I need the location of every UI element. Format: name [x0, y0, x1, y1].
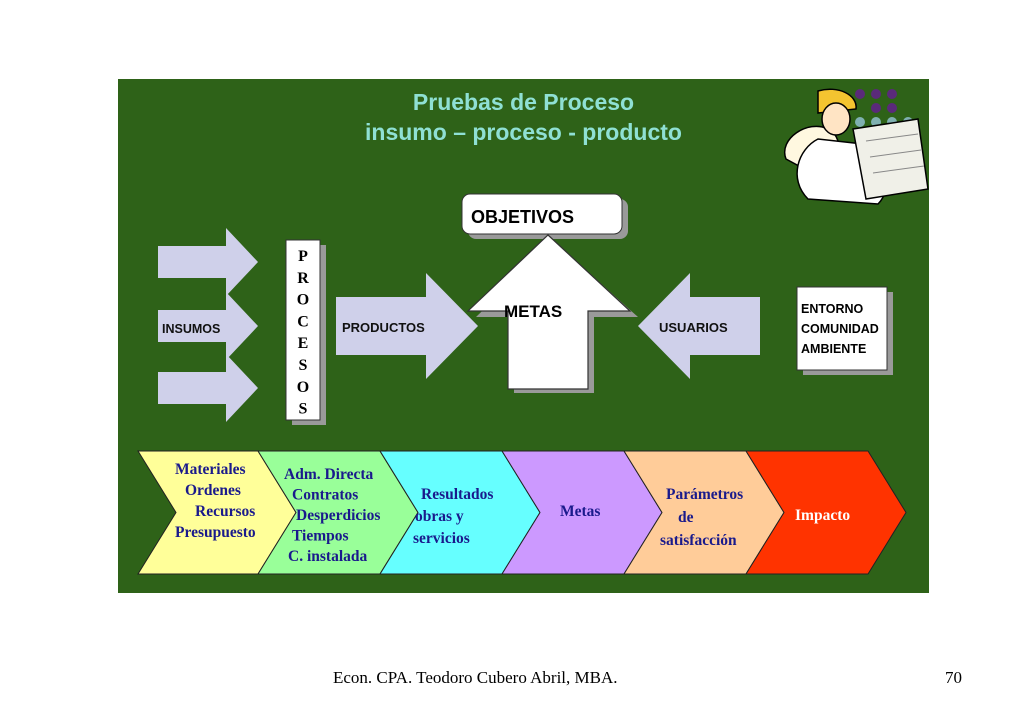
objetivos-box: [461, 193, 623, 235]
usuarios-label: USUARIOS: [659, 320, 728, 335]
chevron-1-text: Recursos: [195, 503, 255, 520]
chevron-4-text: Metas: [560, 503, 600, 520]
procesos-letter: E: [298, 335, 309, 352]
insumos-label: INSUMOS: [162, 322, 220, 336]
footer-page-number: 70: [945, 668, 962, 687]
chevron-3-text: servicios: [413, 530, 470, 547]
footer-author: Econ. CPA. Teodoro Cubero Abril, MBA.: [333, 668, 618, 687]
procesos-letter: P: [298, 248, 308, 265]
entorno-box: [796, 286, 888, 371]
insumo-arrow-top: [158, 228, 258, 296]
slide-title-line1: Pruebas de Proceso: [412, 89, 635, 115]
chevron-2-text: Desperdicios: [296, 507, 380, 524]
slide-title-line2: insumo – proceso - producto: [365, 119, 682, 145]
chevron-5-text: de: [678, 509, 694, 526]
engineer-clipart-icon: [783, 88, 929, 205]
procesos-letter: S: [299, 357, 308, 374]
metas-arrow: [466, 234, 632, 390]
slide-panel: Pruebas de Proceso insumo – proceso - pr…: [118, 79, 929, 593]
procesos-letter: S: [299, 401, 308, 418]
chevron-2-text: C. instalada: [288, 548, 367, 565]
procesos-letter: C: [297, 313, 309, 330]
procesos-letter: R: [297, 270, 309, 287]
objetivos-label: OBJETIVOS: [471, 207, 574, 227]
chevron-5-text: satisfacción: [660, 532, 737, 549]
chevron-2-text: Adm. Directa: [284, 466, 373, 483]
chevron-1-text: Ordenes: [185, 482, 241, 499]
insumo-arrow-bottom: [158, 354, 258, 422]
chevron-3-text: obras y: [415, 508, 464, 525]
procesos-letter: O: [297, 379, 309, 396]
chevron-5-text: Parámetros: [666, 486, 743, 503]
chevron-6: [745, 450, 907, 575]
insumo-arrow-middle: [158, 292, 258, 360]
chevron-1-text: Presupuesto: [175, 524, 256, 541]
metas-label: METAS: [504, 302, 562, 321]
ambiente-label: AMBIENTE: [801, 342, 866, 356]
chevron-1-text: Materiales: [175, 461, 246, 478]
productos-arrow: [336, 273, 478, 379]
chevron-2-text: Tiempos: [292, 528, 349, 545]
procesos-letter: O: [297, 292, 309, 309]
chevron-6-text: Impacto: [795, 507, 850, 524]
chevron-2-text: Contratos: [292, 487, 358, 504]
productos-label: PRODUCTOS: [342, 320, 425, 335]
entorno-label: ENTORNO: [801, 302, 864, 316]
usuarios-arrow: [638, 273, 760, 379]
chevron-3-text: Resultados: [421, 486, 493, 503]
comunidad-label: COMUNIDAD: [801, 322, 879, 336]
procesos-box: [285, 239, 321, 421]
